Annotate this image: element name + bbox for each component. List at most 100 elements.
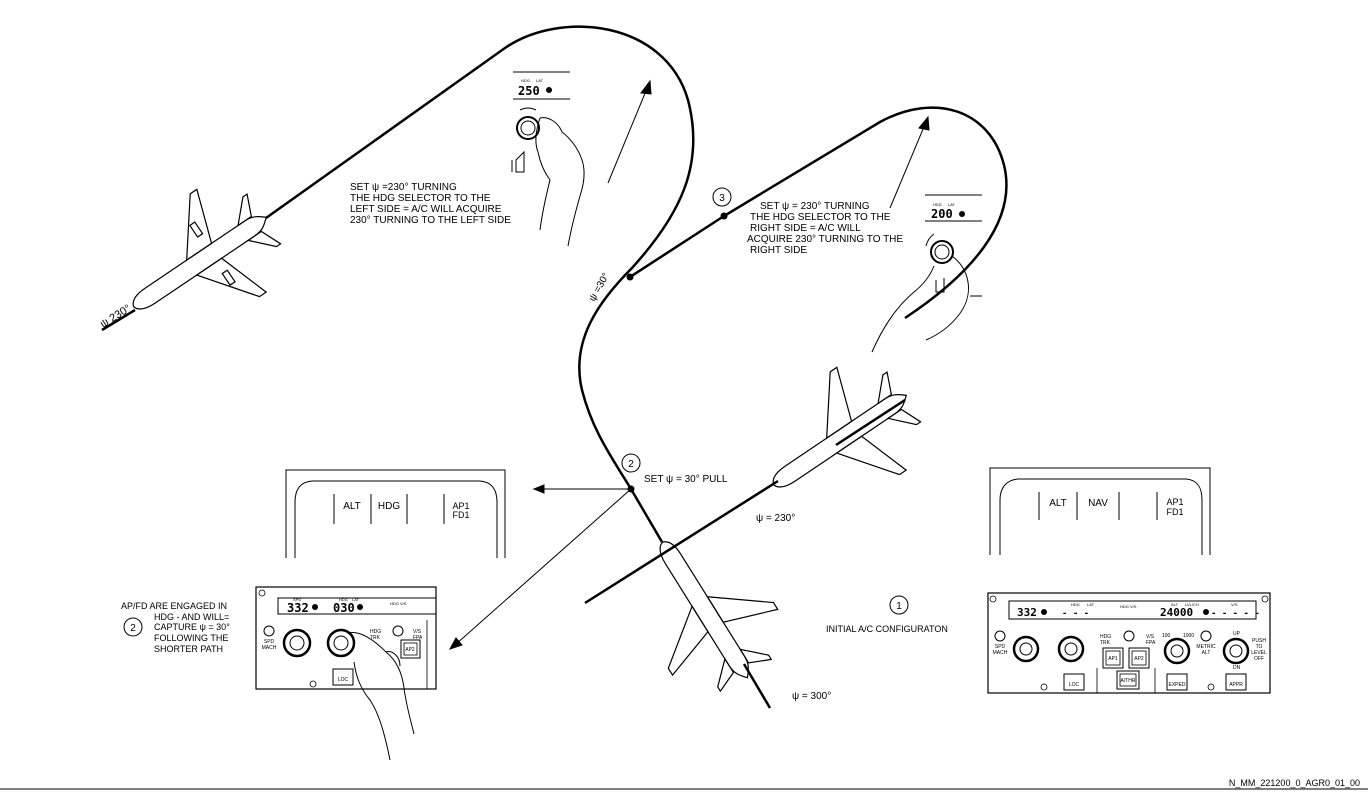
svg-text:LAT: LAT xyxy=(1087,602,1095,607)
step-marker-2-path: 2 xyxy=(622,454,640,472)
right-track-line xyxy=(585,481,778,603)
svg-text:LEFT SIDE = A/C WILL ACQUIRE: LEFT SIDE = A/C WILL ACQUIRE xyxy=(350,204,502,215)
svg-text:ACQUIRE 230° TURNING TO THE: ACQUIRE 230° TURNING TO THE xyxy=(747,234,903,245)
svg-text:HDG - AND WILL=: HDG - AND WILL= xyxy=(154,612,229,622)
heading-label-300: ψ = 300° xyxy=(792,691,831,702)
svg-text:OFF: OFF xyxy=(1254,656,1264,662)
svg-text:AP/FD ARE ENGAGED IN: AP/FD ARE ENGAGED IN xyxy=(121,601,227,611)
step-marker-1: 1 xyxy=(890,596,908,614)
svg-text:3: 3 xyxy=(719,193,725,204)
fma-left: ALT HDG AP1 FD1 xyxy=(286,470,505,558)
fma-right: ALT NAV AP1 FD1 xyxy=(990,468,1210,555)
svg-text:24000: 24000 xyxy=(1160,606,1193,619)
svg-text:SHORTER PATH: SHORTER PATH xyxy=(154,644,223,654)
hand-top xyxy=(536,118,584,246)
svg-text:250: 250 xyxy=(518,84,540,98)
svg-text:HDG V/S: HDG V/S xyxy=(1120,604,1137,609)
svg-text:LOC: LOC xyxy=(338,677,349,683)
arrow-head-down-left xyxy=(450,638,462,649)
svg-text:LOC: LOC xyxy=(1069,682,1080,688)
spd-knob[interactable] xyxy=(284,630,310,656)
svg-text:A/THR: A/THR xyxy=(1121,678,1136,684)
svg-text:HDG: HDG xyxy=(1071,602,1080,607)
svg-text:200: 200 xyxy=(931,207,953,221)
svg-text:1: 1 xyxy=(896,601,902,612)
svg-text:UP: UP xyxy=(1233,631,1241,637)
svg-text:THE HDG SELECTOR TO THE: THE HDG SELECTOR TO THE xyxy=(750,212,891,223)
svg-text:332: 332 xyxy=(1017,606,1037,619)
doc-reference: N_MM_221200_0_AGR0_01_00 xyxy=(1229,778,1360,788)
svg-text:2: 2 xyxy=(628,459,634,470)
svg-text:AP1: AP1 xyxy=(1108,656,1118,662)
aircraft-bottom xyxy=(610,509,800,710)
svg-text:332: 332 xyxy=(287,601,309,615)
step-marker-2-note: 2 xyxy=(124,618,142,636)
flight-paths xyxy=(102,27,1006,708)
svg-text:DN: DN xyxy=(1233,665,1241,671)
svg-text:030: 030 xyxy=(333,601,355,615)
svg-text:2: 2 xyxy=(130,623,136,634)
path-point-upper xyxy=(627,274,634,281)
svg-text:HDG: HDG xyxy=(378,501,400,512)
spd-knob-right[interactable] xyxy=(1014,637,1038,661)
svg-text:1000: 1000 xyxy=(1183,633,1194,639)
svg-text:LAT: LAT xyxy=(536,78,544,83)
arrow-head-top xyxy=(641,81,651,94)
svg-text:AP2: AP2 xyxy=(1134,656,1144,662)
heading-label-30-path: ψ =30° xyxy=(587,271,612,303)
hdg-knob[interactable] xyxy=(328,630,354,656)
heading-label-230-right: ψ = 230° xyxy=(756,513,795,524)
path-point-3 xyxy=(721,213,728,220)
right-track-line-upper xyxy=(836,400,905,445)
note-right-turn: SET ψ = 230° TURNING THE HDG SELECTOR TO… xyxy=(747,201,903,256)
arrow-head-left xyxy=(534,485,544,493)
svg-text:FOLLOWING THE: FOLLOWING THE xyxy=(154,633,228,643)
svg-text:NAV: NAV xyxy=(1088,498,1108,509)
svg-text:AP1: AP1 xyxy=(1166,497,1183,507)
metric-alt-button[interactable] xyxy=(1201,631,1211,641)
svg-text:230° TURNING TO THE LEFT SIDE: 230° TURNING TO THE LEFT SIDE xyxy=(350,215,511,226)
aircraft-left xyxy=(99,166,301,358)
svg-text:TRK: TRK xyxy=(1100,640,1111,646)
alt-knob[interactable] xyxy=(1165,639,1189,663)
svg-text:ALT: ALT xyxy=(343,501,361,512)
svg-text:FD1: FD1 xyxy=(452,510,469,520)
svg-text:V/S: V/S xyxy=(1231,602,1238,607)
fcu-right-panel: 332 HDG LAT - - - HDG V/S ALT LVL/CH V/S… xyxy=(988,593,1270,693)
vs-knob[interactable] xyxy=(1224,639,1248,663)
svg-text:RIGHT SIDE = A/C WILL: RIGHT SIDE = A/C WILL xyxy=(750,223,861,234)
svg-text:APPR: APPR xyxy=(1229,682,1243,688)
svg-text:MACH: MACH xyxy=(993,650,1008,656)
svg-text:SET ψ =230° TURNING: SET ψ =230° TURNING xyxy=(350,182,457,193)
hdg-trk-button-right[interactable] xyxy=(1124,631,1134,641)
svg-text:FPA: FPA xyxy=(1146,640,1156,646)
step-marker-3: 3 xyxy=(713,188,731,206)
svg-text:MACH: MACH xyxy=(262,645,277,651)
svg-text:THE HDG SELECTOR TO THE: THE HDG SELECTOR TO THE xyxy=(350,193,491,204)
svg-text:AP2: AP2 xyxy=(405,647,415,653)
svg-text:HDG: HDG xyxy=(521,78,530,83)
hdg-trk-button[interactable] xyxy=(393,626,403,636)
fcu-detail-top: HDG LAT 250 xyxy=(512,72,584,246)
hand-mid xyxy=(872,256,969,352)
note-left-turn: SET ψ =230° TURNING THE HDG SELECTOR TO … xyxy=(350,182,511,226)
svg-text:ALT: ALT xyxy=(1049,498,1067,509)
hdg-knob-right[interactable] xyxy=(1059,637,1083,661)
spd-mach-button-right[interactable] xyxy=(995,631,1005,641)
spd-mach-button[interactable] xyxy=(264,626,274,636)
svg-text:RIGHT SIDE: RIGHT SIDE xyxy=(750,245,807,256)
svg-text:SET ψ = 230° TURNING: SET ψ = 230° TURNING xyxy=(760,201,870,212)
heading-label-230-left: ψ 230° xyxy=(98,303,133,331)
arrow-head-mid xyxy=(919,117,929,130)
hdg-knob-mid[interactable] xyxy=(931,241,953,263)
fcu-left-panel: SPD 332 HDG LAT 030 HDG V/S SPD MACH HDG… xyxy=(256,587,436,760)
svg-text:HDG V/S: HDG V/S xyxy=(390,601,407,606)
initial-config-label: INITIAL A/C CONFIGURATON xyxy=(826,624,948,634)
svg-text:- - - - -: - - - - - xyxy=(1211,609,1260,619)
aircraft-right xyxy=(739,344,941,536)
svg-text:- - -: - - - xyxy=(1062,609,1089,619)
svg-text:CAPTURE ψ = 30°: CAPTURE ψ = 30° xyxy=(154,622,230,632)
svg-text:ALT: ALT xyxy=(1202,650,1211,656)
step2-pull-label: SET ψ = 30° PULL xyxy=(644,474,728,485)
